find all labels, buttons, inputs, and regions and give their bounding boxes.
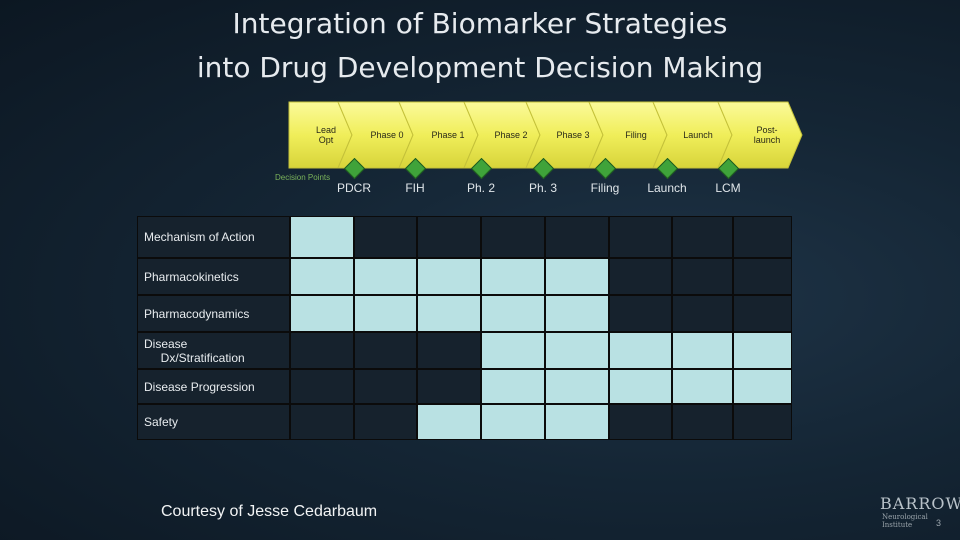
phase-cell: [545, 332, 609, 369]
phase-cell: [481, 295, 545, 332]
phase-cell: [545, 258, 609, 295]
phase-cell: [290, 332, 354, 369]
phase-cell: [609, 332, 672, 369]
phase-cell: [609, 404, 672, 440]
slide-title-line-2: into Drug Development Decision Making: [196, 51, 764, 84]
row-label: Disease Progression: [144, 379, 255, 394]
phase-cell: [354, 295, 417, 332]
row-label-cell: [137, 369, 290, 404]
row-label-cell: [137, 404, 290, 440]
row-label-cell: [137, 295, 290, 332]
phase-cell: [354, 258, 417, 295]
phase-cell: [481, 369, 545, 404]
institute-logo-subtitle: Neurological Institute: [882, 513, 928, 529]
phase-cell: [733, 258, 792, 295]
decision-point-label: Launch: [647, 181, 687, 195]
phase-cell: [545, 216, 609, 258]
phase-cell: [733, 216, 792, 258]
phase-cell: [545, 369, 609, 404]
phase-cell: [609, 295, 672, 332]
phase-cell: [417, 295, 481, 332]
phase-label: Filing: [625, 130, 647, 140]
phase-cell: [417, 332, 481, 369]
decision-point-label: LCM: [715, 181, 741, 195]
phase-cell: [417, 258, 481, 295]
slide-title-line-1: Integration of Biomarker Strategies: [232, 7, 728, 40]
phase-cell: [733, 404, 792, 440]
phase-cell: [672, 404, 733, 440]
phase-label: Phase 2: [494, 130, 528, 140]
row-label: Disease Dx/Stratification: [144, 336, 245, 365]
phase-cell: [354, 216, 417, 258]
row-label-cell: [137, 332, 290, 369]
phase-cell: [672, 258, 733, 295]
phase-cell: [481, 258, 545, 295]
phase-cell: [417, 404, 481, 440]
phase-cell: [354, 332, 417, 369]
institute-logo: BARROW: [880, 494, 960, 513]
phase-cell: [290, 404, 354, 440]
phase-cell: [417, 369, 481, 404]
phase-cell: [290, 295, 354, 332]
phase-cell: [417, 216, 481, 258]
phase-cell: [609, 216, 672, 258]
phase-cell: [354, 369, 417, 404]
page-number: 3: [936, 518, 942, 528]
phase-cell: [354, 404, 417, 440]
phase-cell: [481, 332, 545, 369]
phase-label: Phase 1: [431, 130, 465, 140]
phase-cell: [481, 404, 545, 440]
decision-point-label: FIH: [405, 181, 425, 195]
phase-label: Phase 0: [370, 130, 404, 140]
phase-cell: [609, 258, 672, 295]
phase-cell: [481, 216, 545, 258]
phase-cell: [290, 258, 354, 295]
phase-chevron-banner: [288, 101, 803, 169]
courtesy-note: Courtesy of Jesse Cedarbaum: [161, 503, 378, 520]
phase-cell: [733, 369, 792, 404]
decision-points-title: Decision Points: [275, 173, 331, 182]
phase-cell: [545, 404, 609, 440]
row-label: Pharmacodynamics: [144, 306, 250, 321]
row-label: Pharmacokinetics: [144, 269, 239, 284]
phase-cell: [733, 332, 792, 369]
decision-point-label: PDCR: [336, 181, 371, 195]
row-label: Mechanism of Action: [144, 230, 255, 244]
phase-cell: [733, 295, 792, 332]
decision-point-label: Ph. 3: [528, 181, 558, 195]
phase-chevron: [717, 101, 803, 169]
phase-cell: [672, 369, 733, 404]
phase-cell: [290, 216, 354, 258]
phase-label: Post-launch: [753, 125, 781, 145]
phase-cell: [672, 295, 733, 332]
row-label-cell: [137, 216, 290, 258]
phase-label: Launch: [683, 130, 713, 140]
phase-cell: [672, 332, 733, 369]
phase-cell: [672, 216, 733, 258]
phase-cell: [609, 369, 672, 404]
decision-point-label: Ph. 2: [466, 181, 496, 195]
decision-point-label: Filing: [590, 181, 620, 195]
row-label: Safety: [144, 415, 179, 429]
row-label-cell: [137, 258, 290, 295]
phase-cell: [545, 295, 609, 332]
phase-label: Phase 3: [556, 130, 590, 140]
phase-cell: [290, 369, 354, 404]
